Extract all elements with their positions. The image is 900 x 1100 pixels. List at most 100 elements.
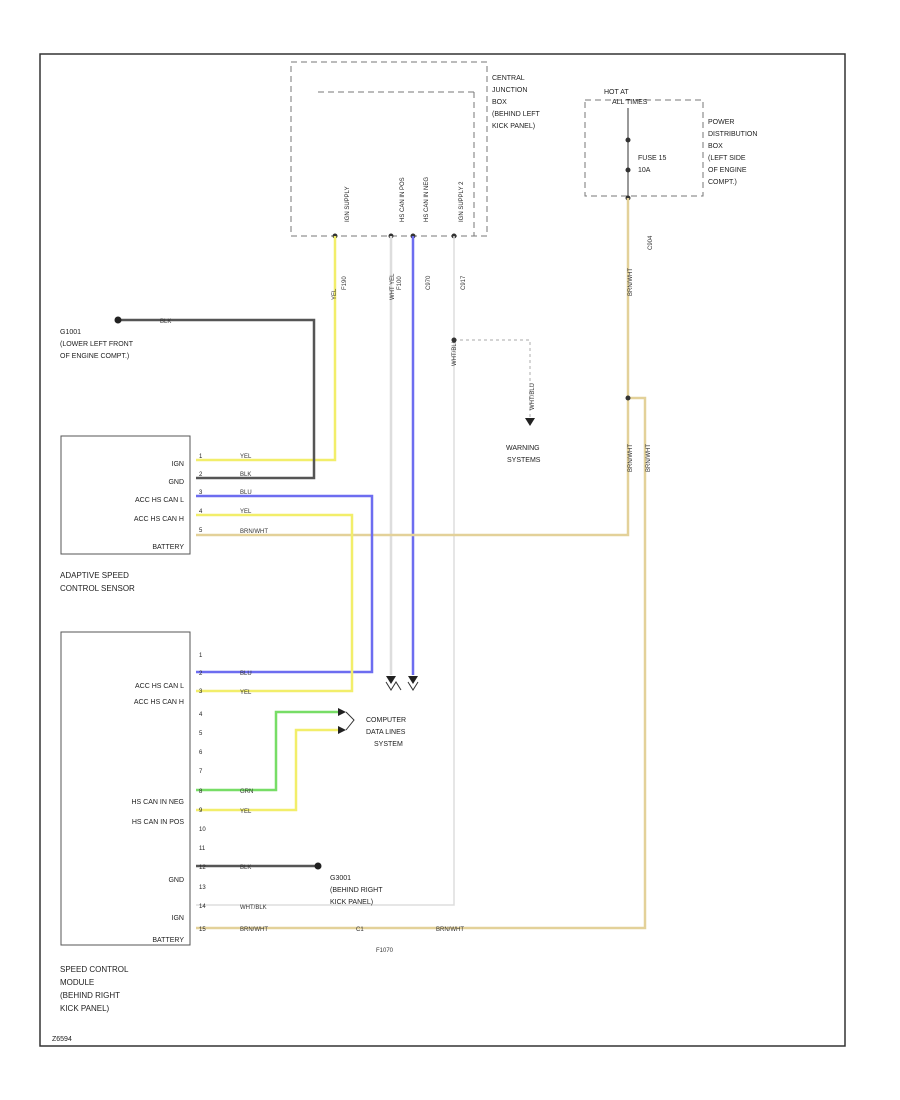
sensor-wire-3: BLU [240, 490, 252, 496]
arrow-down-icon [525, 418, 535, 426]
cdl-label-2: DATA LINES [366, 729, 406, 736]
module-row-can-h: ACC HS CAN H [134, 699, 184, 706]
module-pin-1: 1 [199, 653, 203, 659]
fuse-label-2: 10A [638, 167, 651, 174]
module-row-battery: BATTERY [152, 937, 184, 944]
cjb-pin-ign-supply-2: IGN SUPPLY 2 [459, 181, 465, 222]
connector-c5: C904 [648, 235, 654, 250]
pdb-label-5: OF ENGINE [708, 167, 747, 174]
wire-label-blk-ground: BLK [160, 319, 171, 325]
cjb-label-3: BOX [492, 99, 507, 106]
fuse-label-1: FUSE 15 [638, 155, 667, 162]
module-pin-2: 2 [199, 671, 203, 677]
arrow-down-icon [386, 676, 396, 684]
sensor-wire-4: YEL [240, 509, 252, 515]
wire-label-brn-wht-1: BRN/WHT [628, 268, 634, 296]
hot-at-label-1: HOT AT [604, 89, 629, 96]
computer-data-lines: COMPUTER DATA LINES SYSTEM [338, 676, 419, 748]
sensor-label-1: ADAPTIVE SPEED [60, 571, 129, 580]
warning-label-1: WARNING [506, 445, 540, 452]
module-pin-12: 12 [199, 865, 206, 871]
ground-g1001-text-1: (LOWER LEFT FRONT [60, 341, 134, 348]
warning-systems: WARNING SYSTEMS [506, 418, 541, 464]
connector-c4: C917 [461, 275, 467, 290]
cjb-label-1: CENTRAL [492, 75, 525, 82]
wire-label-brn-wht-2: BRN/WHT [628, 444, 634, 472]
wire-label-brn-wht-3: BRN/WHT [646, 444, 652, 472]
sensor-row-battery: BATTERY [152, 544, 184, 551]
module-row-hs-pos: HS CAN IN POS [132, 819, 184, 826]
inline-connector-below: F1070 [376, 948, 394, 954]
wire-label-wht-blu-top: WHT/BLU [452, 339, 458, 366]
connector-c3: C970 [426, 275, 432, 290]
module-wire-blk: BLK [240, 865, 251, 871]
fuse-15 [625, 137, 631, 143]
ground-g3001-id: G3001 [330, 875, 351, 882]
sensor-label-2: CONTROL SENSOR [60, 584, 135, 593]
arrow-down-icon [408, 676, 418, 684]
module-row-hs-neg: HS CAN IN NEG [131, 799, 184, 806]
pdb-label-6: COMPT.) [708, 179, 737, 186]
ground-icon [114, 316, 122, 324]
connector-c2: F100 [397, 276, 403, 290]
cdl-label-3: SYSTEM [374, 741, 403, 748]
wire-label-wht-yel: WHT YEL [390, 273, 396, 300]
module-label-1: SPEED CONTROL [60, 965, 129, 974]
module-wire-brn-wht: BRN/WHT [240, 927, 268, 933]
pdb-label-1: POWER [708, 119, 734, 126]
cjb-pin-hs-can-pos: HS CAN IN POS [400, 177, 406, 222]
module-wire-yel-2: YEL [240, 809, 252, 815]
module-pin-6: 6 [199, 750, 203, 756]
module-pin-11: 11 [199, 846, 206, 852]
warning-label-2: SYSTEMS [507, 457, 541, 464]
wire-label-yel: YEL [332, 288, 338, 300]
sensor-wire-5: BRN/WHT [240, 529, 268, 535]
module-row-can-l: ACC HS CAN L [135, 683, 184, 690]
module-pin-5: 5 [199, 731, 203, 737]
module-wire-blu: BLU [240, 671, 252, 677]
cdl-label-1: COMPUTER [366, 717, 406, 724]
pdb-label-4: (LEFT SIDE [708, 155, 746, 162]
module-pin-9: 9 [199, 808, 203, 814]
sensor-pin-2: 2 [199, 472, 203, 478]
cjb-pin-ign-supply: IGN SUPPLY [345, 186, 351, 222]
module-pin-10: 10 [199, 827, 206, 833]
module-wire-yel: YEL [240, 690, 252, 696]
cjb-label-5: KICK PANEL) [492, 123, 535, 130]
sensor-row-can-l: ACC HS CAN L [135, 497, 184, 504]
inline-connector: C1 [356, 927, 364, 933]
module-pin-4: 4 [199, 712, 203, 718]
module-pin-7: 7 [199, 769, 203, 775]
module-row-ign: IGN [172, 915, 184, 922]
sensor-pin-4: 4 [199, 509, 203, 515]
speed-control-module: ACC HS CAN L ACC HS CAN H HS CAN IN NEG … [60, 631, 268, 1013]
arrow-right-icon [338, 726, 346, 734]
sensor-pin-5: 5 [199, 528, 203, 534]
ground-g3001: G3001 (BEHIND RIGHT KICK PANEL) [314, 862, 383, 906]
connector-c1: F190 [342, 276, 348, 290]
module-wire-grn: GRN [240, 789, 253, 795]
pdb-label-3: BOX [708, 143, 723, 150]
ground-icon [314, 862, 322, 870]
wire-label-wht-blk: WHT/BLK [240, 905, 267, 911]
ground-g1001: G1001 (LOWER LEFT FRONT OF ENGINE COMPT.… [60, 316, 134, 360]
module-pin-13: 13 [199, 885, 206, 891]
hot-at-label-2: ALL TIMES [612, 99, 648, 106]
sensor-pin-1: 1 [199, 454, 203, 460]
arrow-right-icon [338, 708, 346, 716]
module-pin-8: 8 [199, 789, 203, 795]
ground-g3001-text-1: (BEHIND RIGHT [330, 887, 383, 894]
module-label-2: MODULE [60, 978, 94, 987]
pdb-label-2: DISTRIBUTION [708, 131, 757, 138]
sensor-row-ign: IGN [172, 461, 184, 468]
cjb-pin-hs-can-neg: HS CAN IN NEG [424, 177, 430, 222]
wire-label-warning: WHT/BLU [530, 383, 536, 410]
ground-g1001-text-2: OF ENGINE COMPT.) [60, 353, 129, 360]
sensor-row-can-h: ACC HS CAN H [134, 516, 184, 523]
sensor-wire-1: YEL [240, 454, 252, 460]
wire-labels: YEL WHT YEL WHT/BLU WHT/BLU BRN/WHT BRN/… [160, 268, 652, 954]
cjb-label-2: JUNCTION [492, 87, 527, 94]
wire-label-brn-wht-module: BRN/WHT [436, 927, 464, 933]
module-label-3: (BEHIND RIGHT [60, 991, 120, 1000]
ground-g3001-text-2: KICK PANEL) [330, 899, 373, 906]
